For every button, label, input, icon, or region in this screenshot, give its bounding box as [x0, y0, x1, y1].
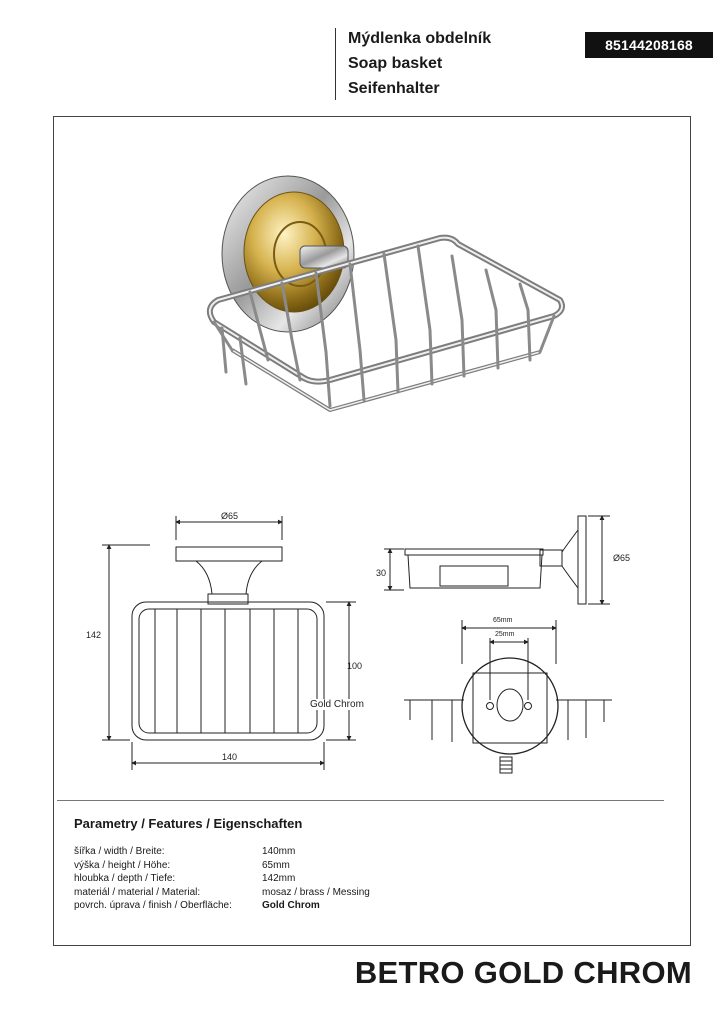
features-value: 142mm [262, 873, 296, 884]
dim-front-height: 142 [86, 630, 102, 640]
features-value: mosaz / brass / Messing [262, 886, 370, 898]
dim-side-diameter: Ø65 [613, 553, 631, 563]
features-value: 65mm [262, 859, 290, 871]
features-row-material: materiál / material / Material: mosaz / … [74, 886, 370, 900]
dim-mount-outer: 65mm [493, 617, 513, 624]
product-name-block: Mýdlenka obdelník Soap basket Seifenhalt… [348, 26, 491, 101]
collection-title: BETRO GOLD CHROM [354, 955, 692, 990]
title-divider [335, 28, 336, 100]
features-label: šířka / width / Breite: [74, 846, 165, 857]
product-name-en: Soap basket [348, 55, 443, 72]
finish-callout: Gold Chrom [309, 699, 365, 710]
dim-front-top-width: Ø65 [221, 511, 239, 521]
features-separator [57, 800, 664, 801]
features-row-height: výška / height / Höhe: 65mm [74, 859, 370, 873]
product-name-de: Seifenhalter [348, 80, 440, 97]
features-value: 140mm [262, 846, 296, 857]
features-row-depth: hloubka / depth / Tiefe: 142mm [74, 872, 370, 886]
front-view-drawing [102, 516, 356, 770]
sku-badge: 85144208168 [585, 32, 713, 58]
features-label: hloubka / depth / Tiefe: [74, 873, 176, 884]
dim-front-width: 140 [222, 752, 238, 762]
product-photo [206, 175, 565, 412]
features-table: šířka / width / Breite: 140mm výška / he… [74, 845, 370, 913]
features-row-finish: povrch. úprava / finish / Oberfläche: Go… [74, 899, 370, 913]
side-view-drawing [384, 515, 610, 605]
drawing-frame [53, 116, 691, 946]
features-heading: Parametry / Features / Eigenschaften [74, 816, 303, 831]
features-label: výška / height / Höhe: [74, 859, 171, 871]
product-name-cz: Mýdlenka obdelník [348, 30, 492, 47]
features-label: materiál / material / Material: [74, 886, 201, 898]
features-value: Gold Chrom [262, 900, 320, 911]
dim-side-depth: 30 [376, 568, 387, 578]
mount-view-drawing [404, 620, 612, 774]
features-row-width: šířka / width / Breite: 140mm [74, 845, 370, 859]
dim-front-basket-height: 100 [347, 661, 363, 671]
dim-mount-inner: 25mm [495, 631, 515, 638]
features-label: povrch. úprava / finish / Oberfläche: [74, 900, 232, 911]
